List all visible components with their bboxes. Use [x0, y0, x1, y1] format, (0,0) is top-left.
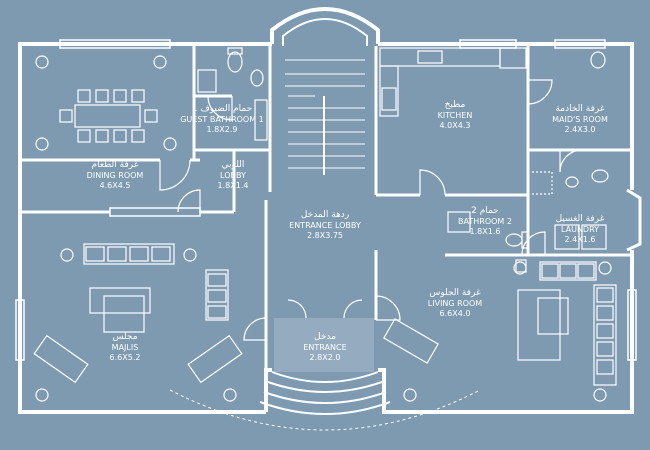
living-room-dimensions: 6.6X4.0 — [439, 309, 471, 318]
kitchen-name-en: KITCHEN — [437, 110, 473, 120]
dining-room-dimensions: 4.6X4.5 — [99, 181, 131, 190]
majlis-dimensions: 6.6X5.2 — [109, 353, 141, 362]
lobby-name-en: LOBBY — [220, 170, 246, 180]
majlis-name-ar: مجلس — [112, 332, 138, 342]
laundry-name-en: LAUNDRY — [560, 224, 600, 234]
bathroom-fixtures — [197, 47, 609, 273]
dining-room-name-ar: غرفة الطعام — [91, 160, 139, 170]
entrance-lobby-name-en: ENTRANCE LOBBY — [289, 220, 361, 230]
kitchen-label: مطبخ KITCHEN 4.0X4.3 — [420, 100, 490, 132]
maids-room-name-en: MAID'S ROOM — [552, 114, 608, 124]
laundry-label: غرفة الغسيل LAUNDRY 2.4X1.6 — [535, 214, 625, 246]
guest-bathroom-name-ar: حمام الضيوف 1 — [191, 104, 253, 114]
entrance-lobby-name-ar: ردهة المدخل — [300, 210, 350, 220]
guest-bathroom-name-en: GUEST BATHROOM 1 — [180, 114, 264, 124]
interior-walls — [22, 46, 632, 370]
bathroom-2-name-en: BATHROOM 2 — [458, 216, 512, 226]
lobby-dimensions: 1.8X1.4 — [217, 181, 249, 190]
bathroom-2-dimensions: 1.8X1.6 — [469, 227, 501, 236]
maids-room-label: غرفة الخادمة MAID'S ROOM 2.4X3.0 — [535, 104, 625, 136]
exterior-walls — [18, 7, 642, 414]
lobby-name-ar: اللوبي — [221, 160, 245, 170]
staircase — [285, 59, 365, 175]
laundry-dimensions: 2.4X1.6 — [564, 235, 596, 244]
entrance-name-en: ENTRANCE — [303, 342, 347, 352]
entrance-dimensions: 2.8X2.0 — [309, 353, 341, 362]
kitchen-dimensions: 4.0X4.3 — [439, 121, 471, 130]
entrance-lobby-dimensions: 2.8X3.75 — [306, 231, 343, 240]
entrance-lobby-label: ردهة المدخل ENTRANCE LOBBY 2.8X3.75 — [275, 210, 375, 242]
dining-room-label: غرفة الطعام DINING ROOM 4.6X4.5 — [60, 160, 170, 192]
entrance-label: مدخل ENTRANCE 2.8X2.0 — [285, 332, 365, 364]
laundry-name-ar: غرفة الغسيل — [555, 214, 605, 224]
majlis-label: مجلس MAJLIS 6.6X5.2 — [85, 332, 165, 364]
living-furniture — [383, 261, 617, 402]
kitchen-fixtures — [379, 47, 527, 117]
dining-room-name-en: DINING ROOM — [86, 170, 144, 180]
guest-bathroom-dimensions: 1.8X2.9 — [206, 125, 238, 134]
bathroom-2-name-ar: حمام 2 — [471, 206, 499, 216]
living-room-label: غرفة الجلوس LIVING ROOM 6.6X4.0 — [400, 288, 510, 320]
dining-table — [35, 55, 177, 151]
majlis-furniture — [33, 243, 243, 402]
doors — [159, 79, 583, 341]
majlis-name-en: MAJLIS — [111, 342, 139, 352]
living-room-name-en: LIVING ROOM — [427, 298, 483, 308]
maids-room-name-ar: غرفة الخادمة — [555, 104, 605, 114]
maids-room-dimensions: 2.4X3.0 — [564, 125, 596, 134]
living-room-name-ar: غرفة الجلوس — [429, 288, 481, 298]
bathroom-2-label: حمام 2 BATHROOM 2 1.8X1.6 — [440, 206, 530, 238]
entrance-steps — [169, 371, 481, 431]
guest-bathroom-label: حمام الضيوف 1 GUEST BATHROOM 1 1.8X2.9 — [172, 104, 272, 136]
entrance-name-ar: مدخل — [314, 332, 336, 342]
lobby-label: اللوبي LOBBY 1.8X1.4 — [198, 160, 268, 192]
entrance-area — [274, 318, 374, 372]
kitchen-name-ar: مطبخ — [444, 100, 466, 110]
